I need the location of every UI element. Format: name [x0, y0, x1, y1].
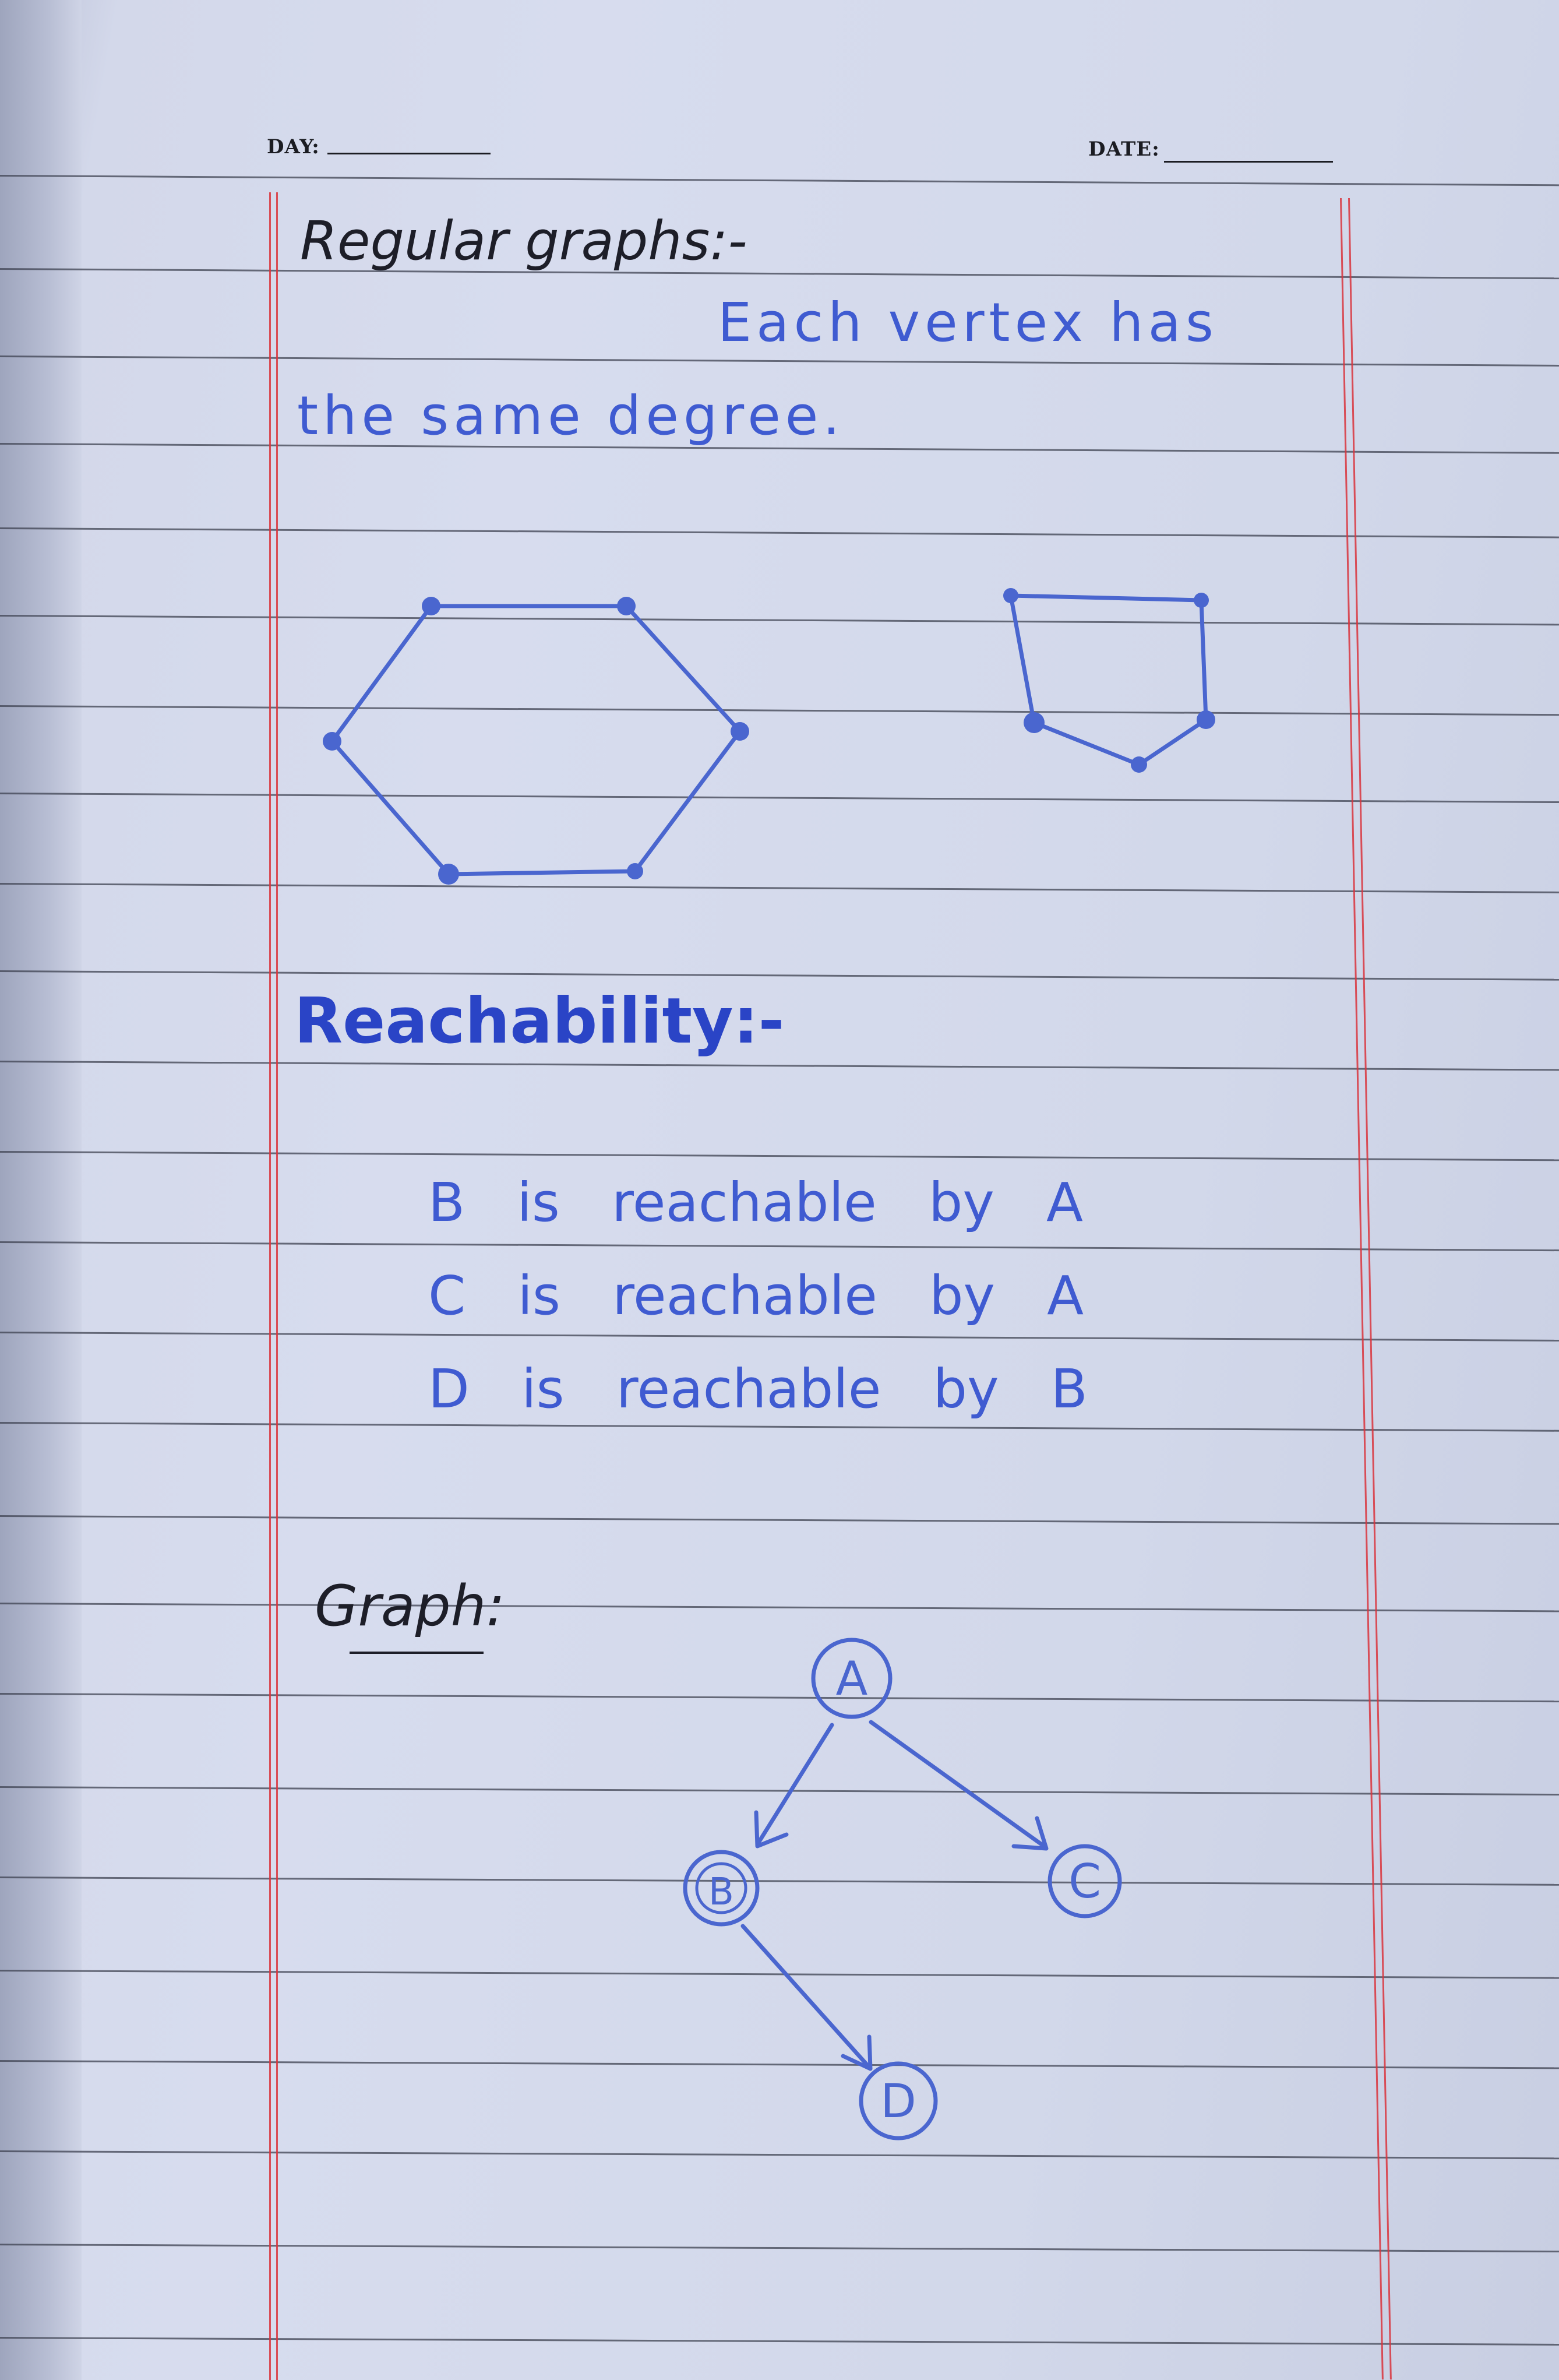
left-margin-line-2 — [276, 192, 278, 2380]
regular-graphs-heading: Regular graphs:- — [300, 210, 747, 272]
date-blank-line — [1164, 161, 1333, 163]
arrow-head-a-b — [754, 1810, 789, 1849]
reachability-heading: Reachability:- — [294, 985, 785, 1058]
hexagon-vertex — [438, 864, 459, 885]
edge-a-c — [869, 1720, 1048, 1850]
hexagon-vertex — [323, 732, 341, 751]
node-c-label: C — [1068, 1854, 1101, 1909]
pentagon-graph — [1008, 593, 1208, 767]
node-b-circle-inner — [695, 1862, 747, 1914]
graph-heading: Graph: — [315, 1573, 505, 1639]
node-b-circle — [683, 1850, 760, 1927]
pentagon-vertex — [1003, 588, 1018, 603]
node-a-circle — [811, 1638, 893, 1719]
edge-a-b — [755, 1723, 834, 1847]
hexagon-graph — [330, 604, 742, 876]
reachability-statement-1: B is reachable by A — [428, 1171, 1083, 1234]
notebook-binding — [0, 0, 82, 2380]
reachability-statement-3: D is reachable by B — [428, 1358, 1088, 1420]
left-margin-line — [269, 192, 271, 2380]
hexagon-vertex — [731, 722, 749, 741]
regular-graphs-line-1: Each vertex has — [718, 291, 1218, 354]
regular-graphs-line-2: the same degree. — [297, 385, 845, 447]
node-d-label: D — [880, 2074, 916, 2128]
hexagon-vertex — [627, 863, 643, 879]
day-blank-line — [327, 153, 491, 154]
pentagon-vertex — [1131, 756, 1147, 773]
node-b-label: B — [708, 1871, 734, 1914]
pentagon-vertex — [1197, 710, 1215, 729]
edge-b-d — [740, 1924, 870, 2068]
hexagon-vertex — [422, 597, 440, 615]
arrow-head-a-c — [1011, 1816, 1049, 1851]
pentagon-vertex — [1024, 712, 1045, 733]
pentagon-vertex — [1194, 593, 1209, 608]
reachability-statement-2: C is reachable by A — [428, 1265, 1084, 1327]
graph-heading-underline — [350, 1652, 484, 1654]
node-c-circle — [1047, 1844, 1122, 1918]
hexagon-vertex — [617, 597, 636, 615]
node-d-circle — [859, 2061, 938, 2140]
date-label: DATE: — [1088, 138, 1160, 161]
day-label: DAY: — [267, 135, 320, 159]
arrow-head-b-d — [841, 2034, 873, 2071]
node-a-label: A — [836, 1652, 868, 1706]
